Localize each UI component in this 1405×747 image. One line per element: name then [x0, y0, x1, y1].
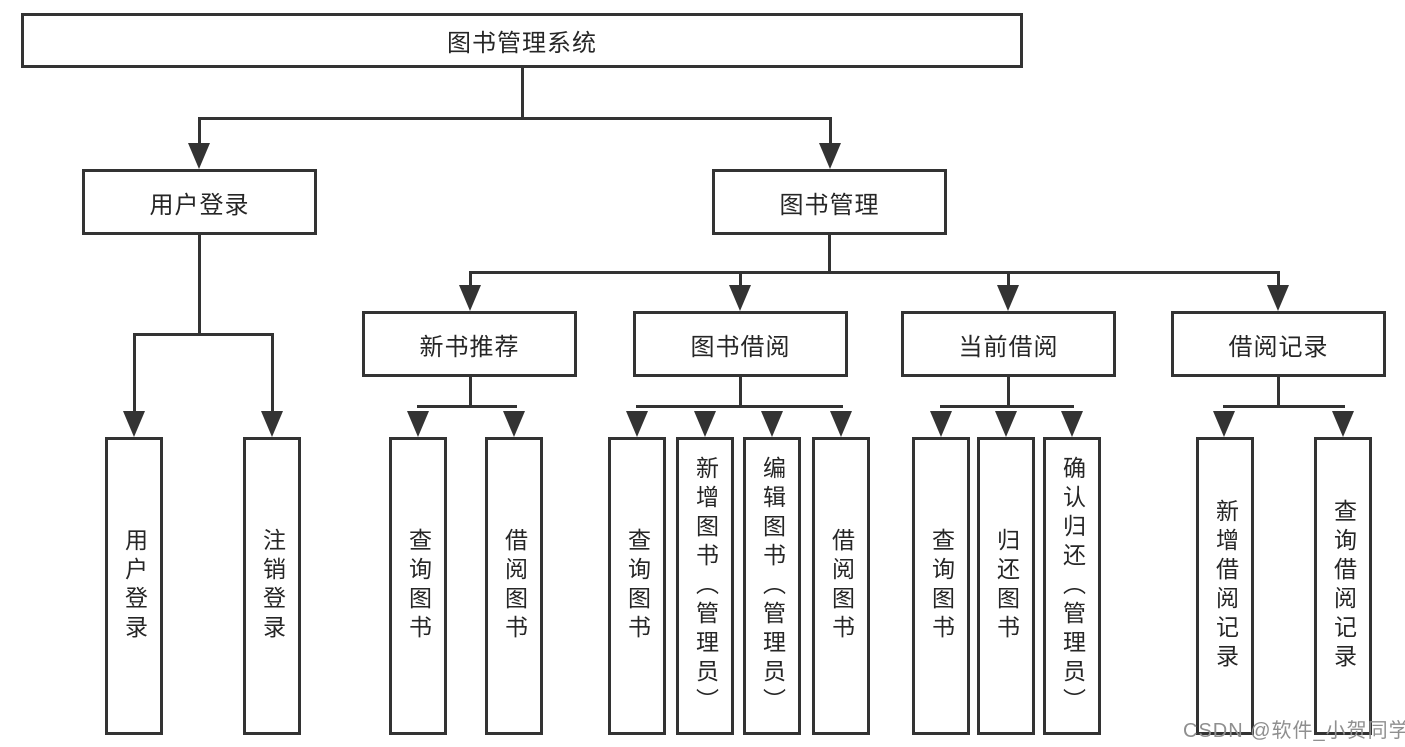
- leaf-borrow-books: 借阅图书: [812, 437, 870, 735]
- leaf-label: 编辑图书（管理员）: [759, 455, 786, 717]
- leaf-label: 归还图书: [993, 528, 1020, 644]
- connector-line: [133, 333, 274, 336]
- arrow-down-icon: [995, 411, 1017, 437]
- node-label: 图书管理系统: [447, 30, 597, 57]
- node-new-book-recommend: 新书推荐: [362, 311, 577, 377]
- leaf-query-books-current: 查询图书: [912, 437, 970, 735]
- leaf-edit-books-admin: 编辑图书（管理员）: [743, 437, 801, 735]
- leaf-query-books-borrowing: 查询图书: [608, 437, 666, 735]
- connector-line: [828, 235, 831, 273]
- arrow-down-icon: [819, 143, 841, 169]
- arrow-down-icon: [694, 411, 716, 437]
- leaf-confirm-return-admin: 确认归还（管理员）: [1043, 437, 1101, 735]
- connector-line: [739, 377, 742, 408]
- arrow-down-icon: [123, 411, 145, 437]
- leaf-label: 注销登录: [259, 528, 286, 644]
- leaf-borrow-books-recommend: 借阅图书: [485, 437, 543, 735]
- arrow-down-icon: [1267, 285, 1289, 311]
- node-borrowing-records: 借阅记录: [1171, 311, 1386, 377]
- node-label: 图书管理: [779, 191, 880, 219]
- node-root-library-system: 图书管理系统: [21, 13, 1023, 68]
- leaf-label: 查询借阅记录: [1330, 499, 1357, 673]
- leaf-label: 查询图书: [928, 528, 955, 644]
- leaf-label: 借阅图书: [828, 528, 855, 644]
- leaf-query-borrow-record: 查询借阅记录: [1314, 437, 1372, 735]
- node-label: 图书借阅: [690, 333, 791, 361]
- connector-line: [1277, 377, 1280, 408]
- connector-line: [1007, 271, 1010, 287]
- connector-line: [198, 235, 201, 335]
- leaf-label: 借阅图书: [501, 528, 528, 644]
- arrow-down-icon: [1061, 411, 1083, 437]
- connector-line: [133, 333, 136, 413]
- connector-line: [940, 405, 1074, 408]
- connector-line: [417, 405, 517, 408]
- node-label: 新书推荐: [419, 333, 520, 361]
- leaf-label: 查询图书: [405, 528, 432, 644]
- node-user-login: 用户登录: [82, 169, 317, 235]
- node-label: 借阅记录: [1228, 333, 1329, 361]
- arrow-down-icon: [930, 411, 952, 437]
- connector-line: [198, 117, 201, 145]
- leaf-add-books-admin: 新增图书（管理员）: [676, 437, 734, 735]
- node-book-management: 图书管理: [712, 169, 947, 235]
- connector-line: [739, 271, 742, 287]
- leaf-label: 新增图书（管理员）: [692, 455, 719, 717]
- arrow-down-icon: [459, 285, 481, 311]
- connector-line: [521, 68, 524, 119]
- arrow-down-icon: [761, 411, 783, 437]
- node-label: 用户登录: [149, 191, 250, 219]
- connector-line: [469, 271, 472, 287]
- connector-line: [469, 271, 1280, 274]
- arrow-down-icon: [830, 411, 852, 437]
- leaf-label: 确认归还（管理员）: [1059, 455, 1086, 717]
- connector-line: [469, 377, 472, 408]
- connector-line: [829, 117, 832, 145]
- connector-line: [271, 333, 274, 413]
- leaf-add-borrow-record: 新增借阅记录: [1196, 437, 1254, 735]
- arrow-down-icon: [261, 411, 283, 437]
- arrow-down-icon: [1213, 411, 1235, 437]
- leaf-label: 用户登录: [121, 528, 148, 644]
- arrow-down-icon: [188, 143, 210, 169]
- leaf-logout: 注销登录: [243, 437, 301, 735]
- connector-line: [1277, 271, 1280, 287]
- leaf-label: 查询图书: [624, 528, 651, 644]
- arrow-down-icon: [407, 411, 429, 437]
- leaf-user-login: 用户登录: [105, 437, 163, 735]
- connector-line: [198, 117, 831, 120]
- connector-line: [1223, 405, 1345, 408]
- node-label: 当前借阅: [958, 333, 1059, 361]
- arrow-down-icon: [626, 411, 648, 437]
- arrow-down-icon: [997, 285, 1019, 311]
- node-book-borrowing: 图书借阅: [633, 311, 848, 377]
- connector-line: [636, 405, 843, 408]
- arrow-down-icon: [1332, 411, 1354, 437]
- leaf-label: 新增借阅记录: [1212, 499, 1239, 673]
- leaf-return-books: 归还图书: [977, 437, 1035, 735]
- connector-line: [1007, 377, 1010, 408]
- csdn-watermark: CSDN @软件_小贺同学: [1183, 720, 1405, 742]
- node-current-borrowing: 当前借阅: [901, 311, 1116, 377]
- arrow-down-icon: [729, 285, 751, 311]
- leaf-query-books-recommend: 查询图书: [389, 437, 447, 735]
- arrow-down-icon: [503, 411, 525, 437]
